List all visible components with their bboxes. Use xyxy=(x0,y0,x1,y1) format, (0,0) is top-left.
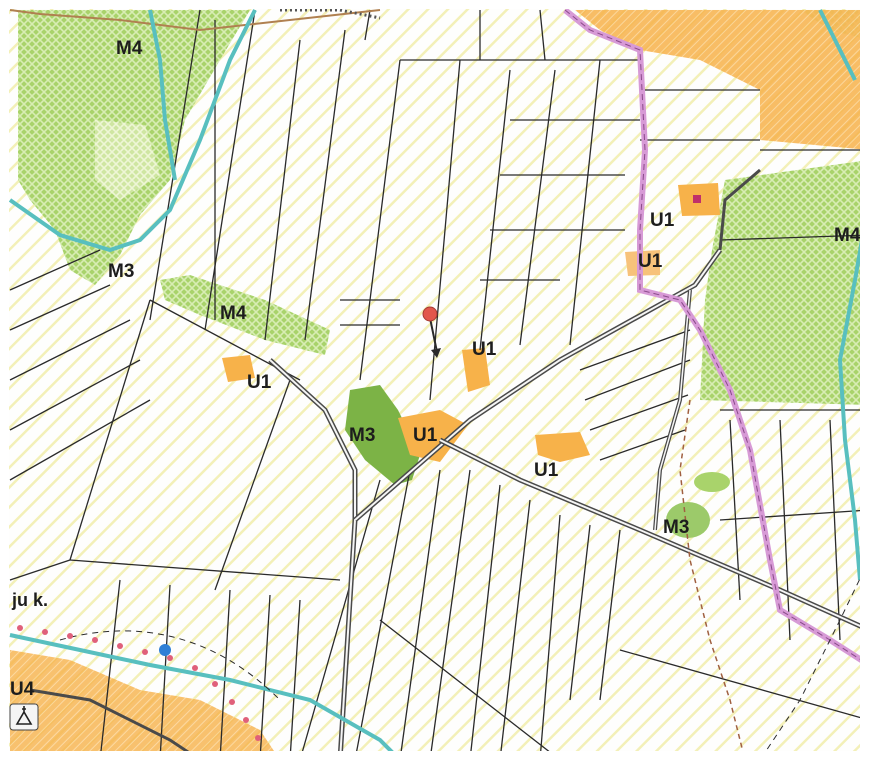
roads xyxy=(9,9,869,760)
meadow-m3-east xyxy=(666,502,710,538)
zone-label-m3-west: M3 xyxy=(108,261,134,282)
settlement-northeast xyxy=(575,10,869,150)
u1-southeast-patch xyxy=(535,432,590,462)
zone-label-m3-east: M3 xyxy=(663,517,689,538)
stream-name-label: ju k. xyxy=(11,590,48,610)
zone-label-u1-west: U1 xyxy=(247,372,272,393)
u1-marker-patch xyxy=(462,348,490,392)
forest-east xyxy=(700,160,869,405)
boundary-dashed-brown xyxy=(679,399,746,760)
meadow-m3-center xyxy=(345,385,420,485)
zone-label-u1-southeast: U1 xyxy=(534,460,559,481)
zone-label-u1-east-a: U1 xyxy=(650,210,675,231)
blue-point-icon[interactable] xyxy=(159,644,171,656)
forest-strip-m4 xyxy=(160,275,330,355)
boundary-dashed-south xyxy=(59,630,281,701)
zone-labels: M4 M3 M4 U1 M3 U1 U1 U1 U1 U1 M4 M3 U4 xyxy=(10,38,861,700)
rivers xyxy=(8,9,869,760)
settlement-areas xyxy=(10,10,869,760)
boundary-top-dotted xyxy=(280,8,381,20)
location-pin-icon[interactable] xyxy=(422,306,441,358)
zone-label-m4-center: M4 xyxy=(220,303,247,324)
boundaries xyxy=(59,7,869,760)
u1-west-patch xyxy=(222,355,255,382)
zone-label-u1-east-b: U1 xyxy=(638,251,663,272)
zone-label-m4-north: M4 xyxy=(116,38,143,59)
forest-areas xyxy=(18,10,869,405)
u1-crossroad-patch xyxy=(398,410,468,462)
u1-east-marker xyxy=(693,195,701,203)
zone-label-m4-east: M4 xyxy=(834,225,861,246)
dotted-red-line xyxy=(17,625,271,758)
church-icon xyxy=(9,703,39,731)
meadow-areas xyxy=(345,385,730,538)
settlement-south-village xyxy=(10,650,280,760)
zone-label-u1-crossroad: U1 xyxy=(413,425,438,446)
meadow-patch-east xyxy=(694,472,730,492)
zone-label-u4-village: U4 xyxy=(10,679,35,700)
zone-label-m3-center: M3 xyxy=(349,425,375,446)
forest-northwest-light xyxy=(95,120,160,200)
zone-label-u1-marker: U1 xyxy=(472,339,497,360)
boundary-dashed-east xyxy=(759,559,869,760)
parcel-lines xyxy=(9,9,869,760)
